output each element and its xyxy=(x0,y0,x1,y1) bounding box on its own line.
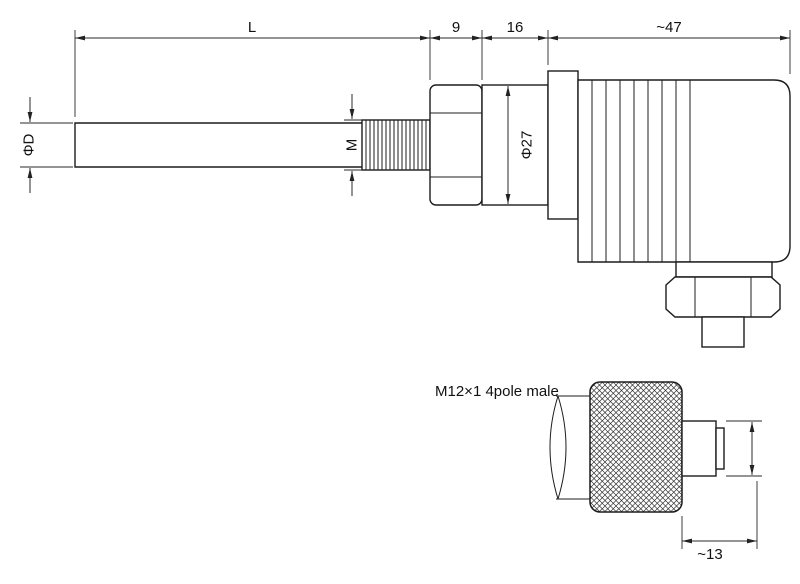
dimension-tip-length: ~13 xyxy=(681,481,758,563)
dim-label-47: ~47 xyxy=(656,19,681,36)
dim-label-9: 9 xyxy=(452,19,460,36)
cable-gland xyxy=(665,261,781,348)
dimension-tip-diameter xyxy=(726,420,762,477)
tip-length-extension-lines xyxy=(681,481,758,549)
dim-label-M: M xyxy=(344,139,361,152)
dim-label-16: 16 xyxy=(507,19,524,36)
gland-hex-faces xyxy=(694,277,752,317)
break-edges xyxy=(556,395,590,500)
dim-label-phi27: Φ27 xyxy=(519,131,536,160)
gland-stub xyxy=(701,316,745,348)
break-curve-left xyxy=(549,395,559,500)
thread-section xyxy=(361,119,431,171)
hex-nut-faces xyxy=(430,112,482,178)
dim-label-13: ~13 xyxy=(697,546,722,563)
sensor-body xyxy=(481,84,549,206)
gland-neck xyxy=(675,261,773,278)
break-lines xyxy=(549,395,590,500)
tip-cylinder xyxy=(681,420,717,477)
dimension-extension-lines xyxy=(74,30,791,117)
dimension-body-diameter: Φ27 xyxy=(505,86,536,204)
connector-head-outline xyxy=(577,79,791,263)
mounting-collar xyxy=(547,70,579,220)
connector-type-label: M12×1 4pole male xyxy=(435,383,559,400)
probe-tube xyxy=(74,122,362,168)
head-ribs xyxy=(591,80,691,262)
top-dimensions: L 9 16 ~47 xyxy=(74,19,791,117)
gland-hex xyxy=(665,276,781,318)
dimension-thread: M xyxy=(344,94,362,196)
tip-diameter-extension-lines xyxy=(726,420,762,477)
knurled-coupling-nut xyxy=(589,381,683,513)
hex-nut xyxy=(429,84,483,206)
m12-connector-view: M12×1 4pole male ~13 xyxy=(435,381,762,563)
dim-label-phiD: ΦD xyxy=(21,133,38,156)
dimension-probe-diameter: ΦD xyxy=(20,97,73,193)
tip-end-face xyxy=(715,427,725,470)
thread-lines xyxy=(365,120,427,170)
thread-extension-lines xyxy=(344,119,362,171)
thread-outline xyxy=(361,119,431,171)
phiD-extension-lines xyxy=(20,122,73,168)
break-curve-right xyxy=(557,395,567,500)
hex-nut-outline xyxy=(429,84,483,206)
dim-label-L: L xyxy=(248,19,256,36)
probe-assembly-view: L 9 16 ~47 ΦD M Φ27 xyxy=(20,19,791,348)
connector-head xyxy=(577,79,791,263)
connector-tip xyxy=(681,420,725,477)
